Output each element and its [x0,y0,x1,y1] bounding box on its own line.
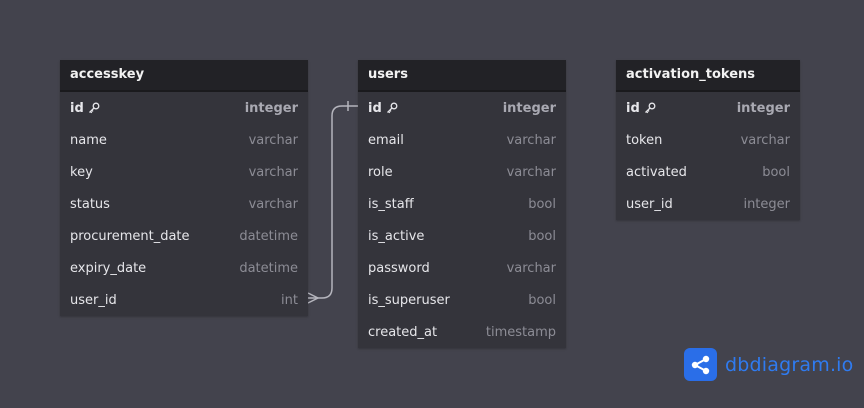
column-row[interactable]: status varchar [60,188,308,220]
table-header[interactable]: users [358,60,566,92]
table-activation-tokens[interactable]: activation_tokens id integer token varchar a… [616,60,800,220]
column-row[interactable]: password varchar [358,252,566,284]
table-columns: id integer name varchar key varchar status varc… [60,92,308,316]
column-name: activated [626,164,687,180]
column-name: password [368,260,430,276]
column-name: key [70,164,93,180]
table-columns: id integer token varchar activated bool user_i… [616,92,800,220]
column-name: is_active [368,228,425,244]
column-type: varchar [506,164,556,180]
column-type: bool [528,228,556,244]
column-row[interactable]: id integer [358,92,566,124]
column-type: varchar [506,132,556,148]
column-row[interactable]: key varchar [60,156,308,188]
column-type: datetime [239,260,298,276]
column-row[interactable]: email varchar [358,124,566,156]
column-type: int [281,292,298,308]
column-row[interactable]: expiry_date datetime [60,252,308,284]
column-name: user_id [70,292,117,308]
dbdiagram-logo[interactable]: dbdiagram.io [684,348,853,381]
column-name: status [70,196,110,212]
share-nodes-icon [684,348,717,381]
table-users[interactable]: users id integer email varchar role varchar is… [358,60,566,348]
column-type: varchar [506,260,556,276]
column-row[interactable]: is_active bool [358,220,566,252]
column-type: bool [528,292,556,308]
column-type: varchar [248,196,298,212]
column-row[interactable]: token varchar [616,124,800,156]
column-type: bool [762,164,790,180]
crows-foot-marker [307,292,320,304]
column-name: id [70,100,84,116]
column-name: is_staff [368,196,414,212]
column-row[interactable]: role varchar [358,156,566,188]
primary-key-icon [644,102,656,114]
primary-key-icon [386,102,398,114]
column-row[interactable]: activated bool [616,156,800,188]
table-header[interactable]: accesskey [60,60,308,92]
column-row[interactable]: user_id integer [616,188,800,220]
column-row[interactable]: procurement_date datetime [60,220,308,252]
column-name: email [368,132,404,148]
column-type: integer [736,100,790,116]
column-row[interactable]: name varchar [60,124,308,156]
column-type: varchar [740,132,790,148]
column-name: expiry_date [70,260,147,276]
column-name: procurement_date [70,228,190,244]
column-type: integer [244,100,298,116]
table-accesskey[interactable]: accesskey id integer name varchar key varchar… [60,60,308,316]
column-row[interactable]: id integer [60,92,308,124]
column-row[interactable]: user_id int [60,284,308,316]
column-row[interactable]: is_staff bool [358,188,566,220]
column-name: token [626,132,663,148]
column-name: id [626,100,640,116]
table-header[interactable]: activation_tokens [616,60,800,92]
column-type: varchar [248,132,298,148]
column-name: created_at [368,324,438,340]
column-row[interactable]: created_at timestamp [358,316,566,348]
column-name: is_superuser [368,292,450,308]
primary-key-icon [88,102,100,114]
column-type: varchar [248,164,298,180]
column-type: bool [528,196,556,212]
table-columns: id integer email varchar role varchar is_staff… [358,92,566,348]
column-row[interactable]: is_superuser bool [358,284,566,316]
column-name: role [368,164,393,180]
column-row[interactable]: id integer [616,92,800,124]
column-type: timestamp [485,324,556,340]
column-type: datetime [239,228,298,244]
column-name: name [70,132,107,148]
column-type: integer [502,100,556,116]
brand-suffix: .io [829,353,854,376]
column-name: user_id [626,196,673,212]
column-type: integer [743,196,790,212]
column-name: id [368,100,382,116]
brand-name: dbdiagram [725,353,830,376]
